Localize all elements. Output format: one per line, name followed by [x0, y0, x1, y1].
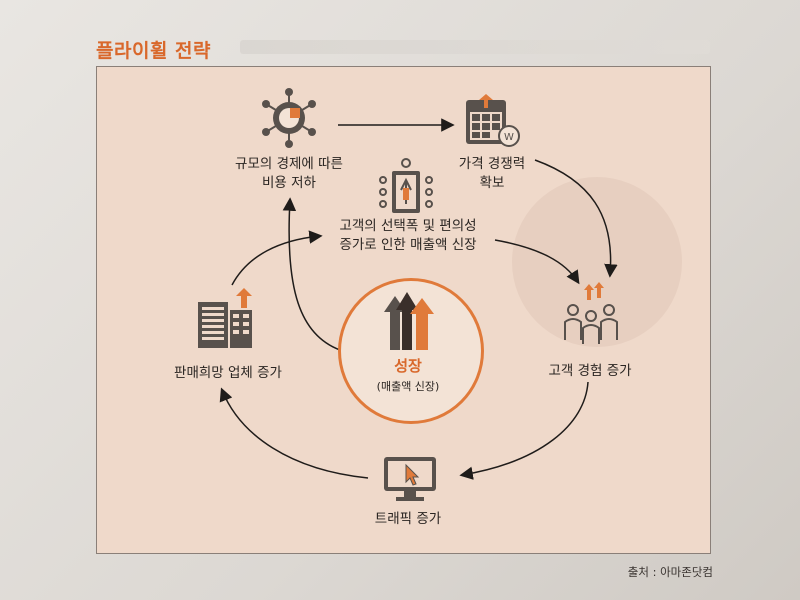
- node-price-line2: 확보: [479, 175, 505, 191]
- node-experience-label: 고객 경험 증가: [548, 363, 632, 379]
- arrow-price-to-experience: [534, 159, 618, 278]
- node-selection-line1: 고객의 선택폭 및 편의성: [339, 218, 477, 234]
- node-economy-line2: 비용 저하: [262, 175, 316, 191]
- arrow-experience-to-traffic: [459, 381, 589, 480]
- growth-arrows-icon: [384, 292, 434, 350]
- presenter-icon: [379, 158, 433, 213]
- growth-title: 성장: [394, 357, 422, 375]
- customers-icon: [564, 282, 618, 344]
- node-price-label: 가격 경쟁력 확보: [459, 155, 525, 193]
- arrow-selection-to-experience: [494, 239, 580, 285]
- buildings-icon: [198, 288, 252, 348]
- node-economy-line1: 규모의 경제에 따른: [235, 156, 343, 172]
- arrow-sellers-to-selection: [231, 230, 323, 286]
- node-sellers-label: 판매희망 업체 증가: [174, 365, 282, 381]
- monitor-click-icon: [384, 457, 436, 501]
- node-economy-label: 규모의 경제에 따른 비용 저하: [235, 155, 343, 193]
- calculator-icon: W: [466, 94, 520, 147]
- node-price-line1: 가격 경쟁력: [458, 156, 526, 172]
- svg-text:W: W: [504, 132, 514, 143]
- bleed-through-text: [240, 40, 710, 54]
- page-title: 플라이휠 전략: [96, 40, 211, 62]
- node-selection-line2: 증가로 인한 매출액 신장: [339, 237, 477, 253]
- arrow-growth-to-economy: [282, 197, 341, 351]
- growth-subtitle: (매출액 신장): [376, 380, 440, 393]
- node-traffic-label: 트래픽 증가: [374, 511, 442, 527]
- node-selection-label: 고객의 선택폭 및 편의성 증가로 인한 매출액 신장: [339, 217, 476, 255]
- network-gear-icon: [262, 88, 316, 148]
- arrow-traffic-to-sellers: [219, 387, 369, 479]
- source-note: 출처 : 아마존닷컴: [627, 565, 713, 579]
